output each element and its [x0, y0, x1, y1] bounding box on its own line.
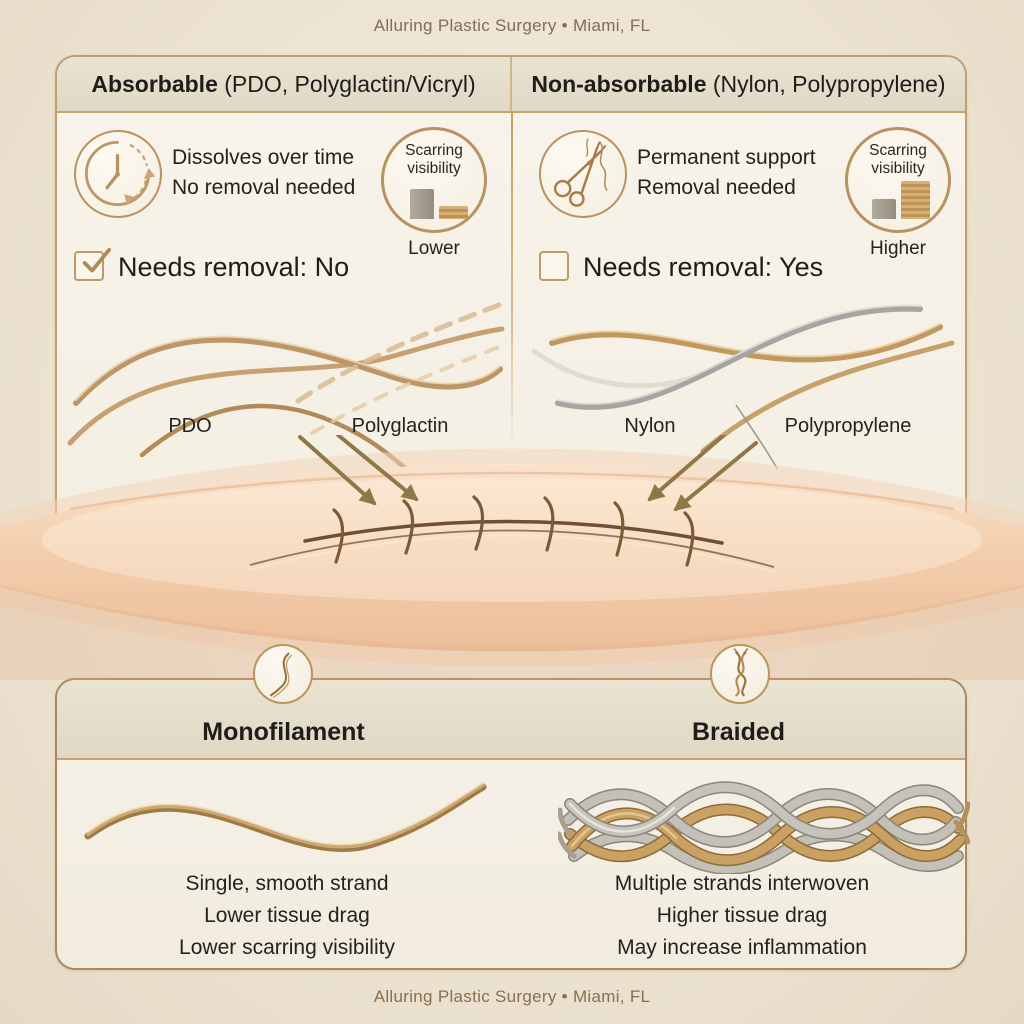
scar-bar-gold: [439, 206, 468, 219]
scarring-value-higher: Higher: [870, 238, 926, 259]
monofilament-icon: [253, 644, 313, 704]
non-absorbable-threads-illustration: [531, 304, 955, 469]
braided-strand-illustration: [558, 781, 970, 874]
braided-header: Braided: [691, 718, 786, 746]
non-absorbable-header: Non-absorbable (Nylon, Polypropylene): [512, 57, 965, 111]
feature-line: Permanent support: [637, 146, 816, 169]
needs-removal-label: Needs removal: No: [118, 252, 350, 282]
scar-bar-gray: [410, 189, 434, 219]
needs-removal-checkbox-unchecked: [539, 251, 569, 281]
thread-label-polyglactin: Polyglactin: [351, 415, 449, 437]
monofilament-strand-illustration: [84, 782, 487, 852]
needs-removal-checkbox-checked: [74, 247, 112, 281]
braided-icon: [710, 644, 770, 704]
non-absorbable-features: Permanent support Removal needed: [637, 143, 872, 203]
monofilament-header: Monofilament: [202, 718, 365, 746]
absorbable-threads-illustration: [67, 300, 510, 469]
non-absorbable-title: Non-absorbable (Nylon, Polypropylene): [531, 70, 946, 97]
scarring-badge-label: Scarring visibility: [405, 142, 463, 177]
absorbable-title: Absorbable (PDO, Polyglactin/Vicryl): [91, 70, 476, 97]
suture-pointer-arrows: [298, 435, 758, 512]
header-divider: [510, 57, 512, 111]
suture-stitches: [332, 495, 695, 567]
feature-line: No removal needed: [172, 176, 356, 199]
feature-line: Removal needed: [637, 176, 796, 199]
scar-bar-gold: [901, 181, 930, 219]
thread-label-polypropylene: Polypropylene: [784, 415, 912, 437]
needs-removal-label: Needs removal: Yes: [583, 252, 824, 282]
scarring-badge-label: Scarring visibility: [869, 142, 927, 177]
filament-comparison-card: Monofilament Braided Single, smooth stra…: [55, 678, 970, 970]
thread-label-nylon: Nylon: [624, 415, 676, 437]
absorbable-features: Dissolves over time No removal needed: [172, 143, 387, 203]
absorbable-header: Absorbable (PDO, Polyglactin/Vicryl): [57, 57, 510, 111]
clock-dissolve-icon: [74, 130, 162, 218]
comparison-header-band: Absorbable (PDO, Polyglactin/Vicryl) Non…: [57, 57, 965, 113]
thread-label-pdo: PDO: [168, 415, 212, 437]
brand-footer: Alluring Plastic Surgery • Miami, FL: [373, 987, 651, 1006]
scar-bar-gray: [872, 199, 896, 219]
braided-description: Multiple strands interwoven Higher tissu…: [614, 872, 870, 959]
column-divider: [511, 111, 513, 451]
scarring-visibility-badge-higher: Scarring visibility: [845, 127, 951, 233]
sutured-incision-illustration: [0, 435, 1024, 680]
scissors-icon: [539, 130, 627, 218]
filament-header-band: Monofilament Braided: [57, 680, 965, 760]
feature-line: Dissolves over time: [172, 146, 355, 169]
scarring-visibility-badge-lower: Scarring visibility: [381, 127, 487, 233]
brand-header: Alluring Plastic Surgery • Miami, FL: [373, 16, 651, 35]
scarring-value-lower: Lower: [408, 238, 460, 259]
monofilament-description: Single, smooth strand Lower tissue drag …: [179, 872, 395, 959]
